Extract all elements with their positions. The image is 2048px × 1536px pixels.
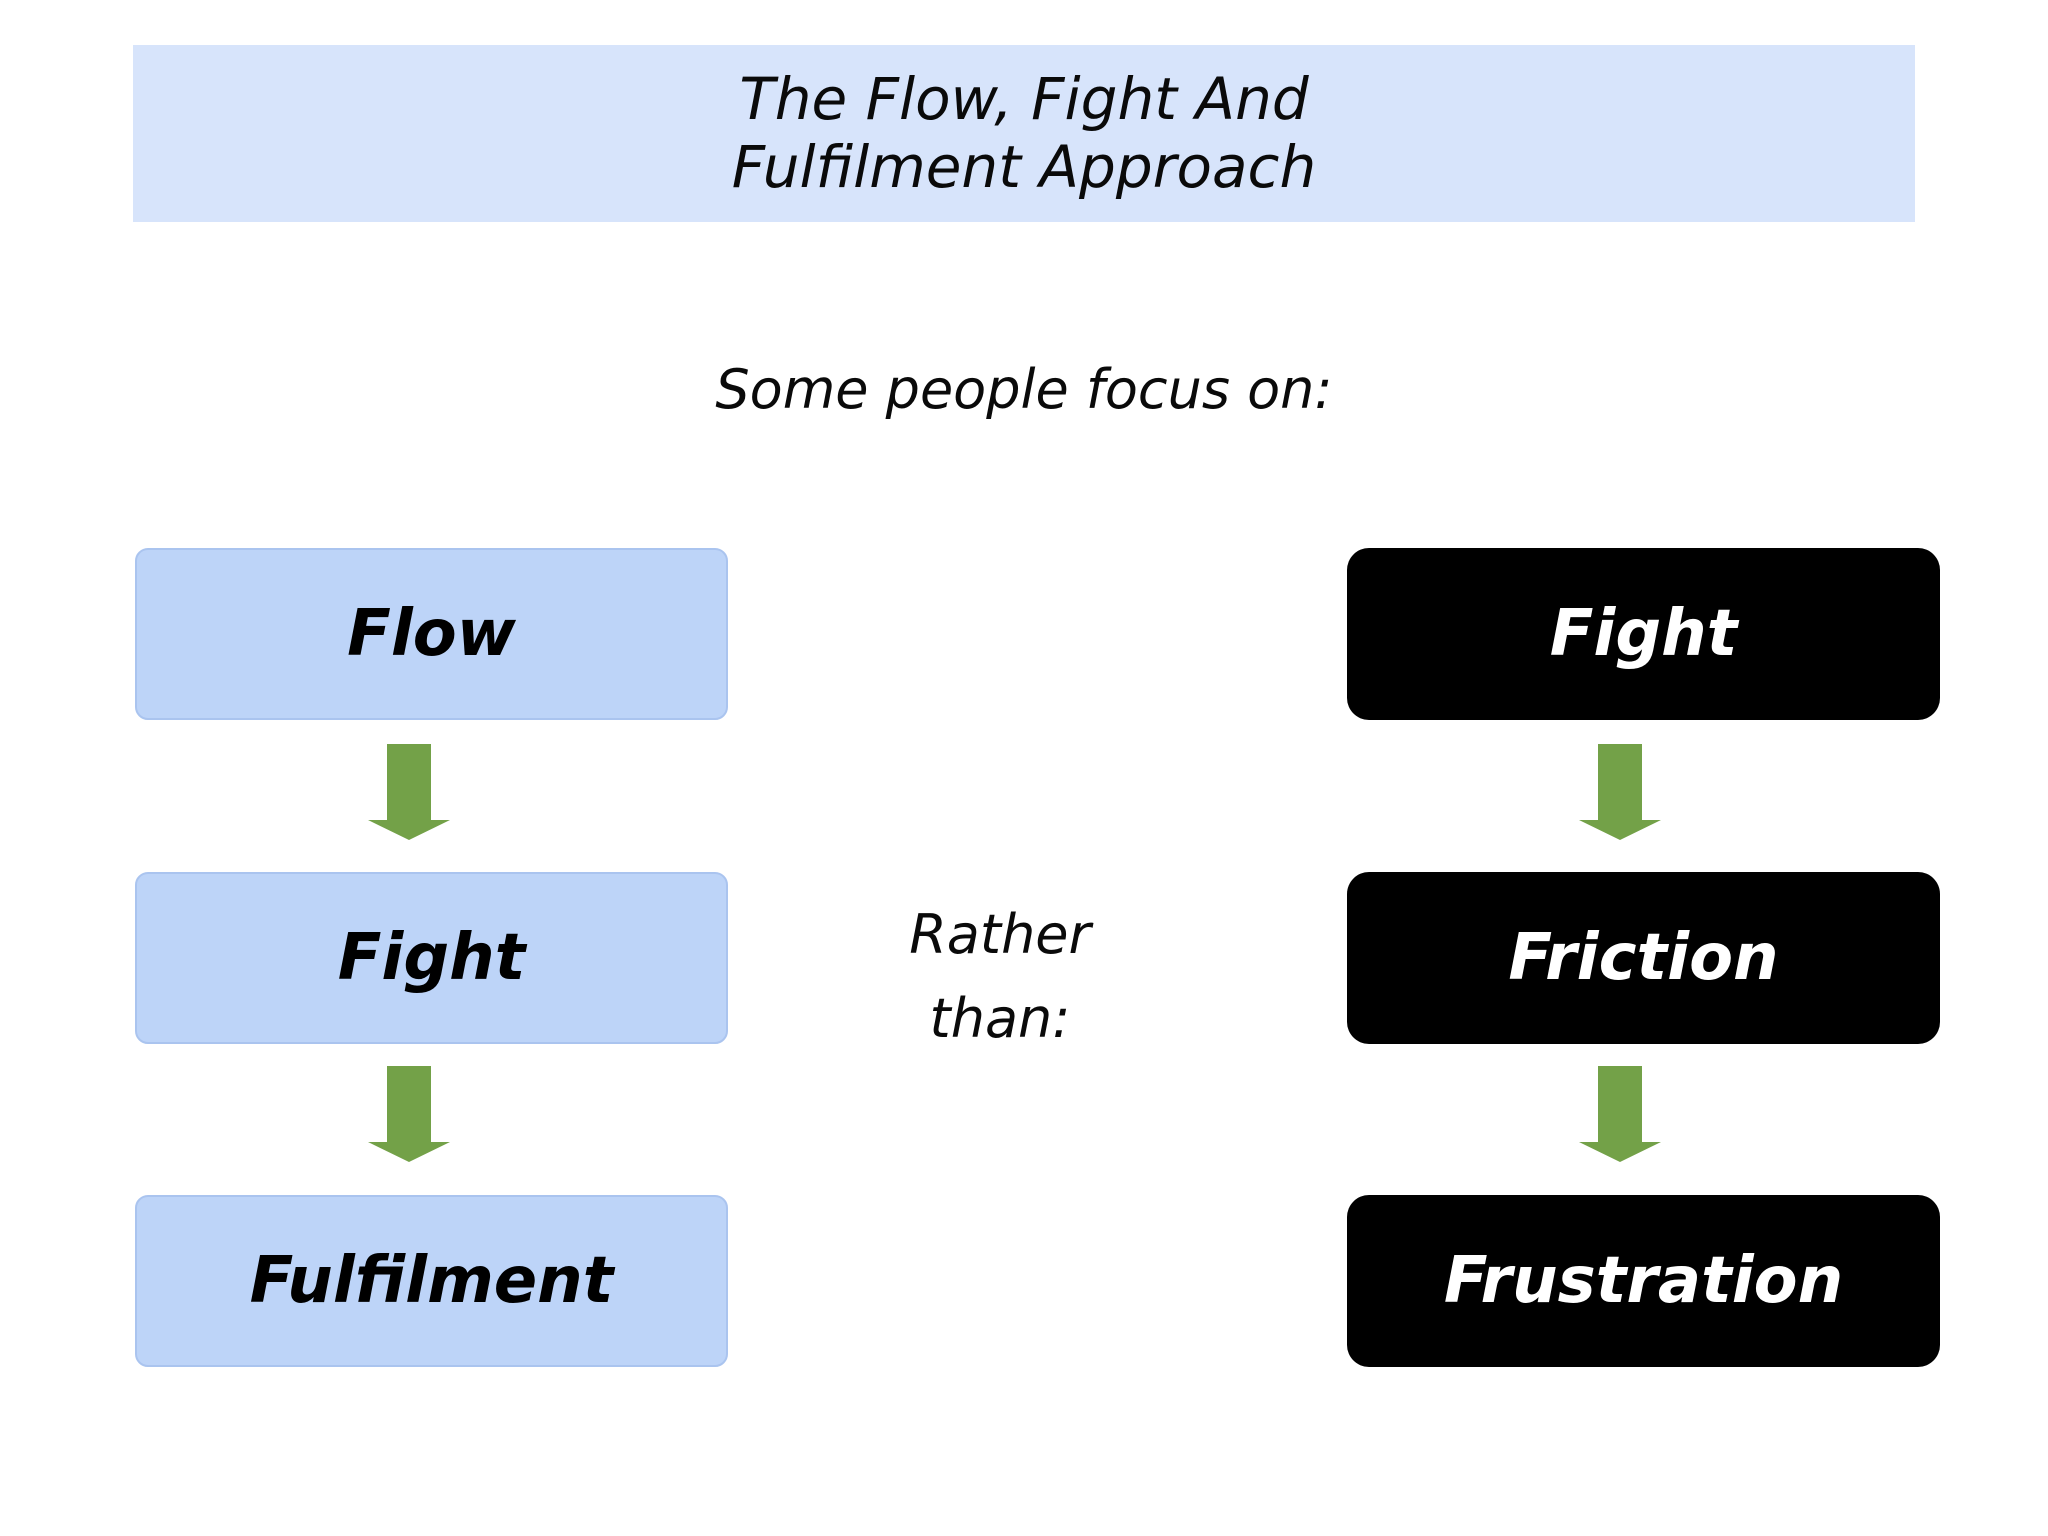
title-line-1: The Flow, Fight And: [739, 64, 1309, 133]
rather-than-line-1: Rather: [909, 903, 1091, 966]
contrast-box-friction: Friction: [1347, 872, 1940, 1044]
rather-than-line-2: than:: [929, 986, 1071, 1050]
flow-box-fight: Fight: [135, 872, 728, 1044]
down-arrow-icon: [1578, 744, 1662, 840]
contrast-box-fight-label: Fight: [1549, 597, 1738, 671]
title-line-2: Fulfilment Approach: [731, 132, 1317, 201]
flow-box-flow: Flow: [135, 548, 728, 720]
flow-box-fulfilment: Fulfilment: [135, 1195, 728, 1367]
contrast-box-frustration-label: Frustration: [1443, 1244, 1844, 1318]
flow-box-flow-label: Flow: [347, 597, 516, 671]
down-arrow-icon: [367, 1066, 451, 1162]
contrast-box-fight: Fight: [1347, 548, 1940, 720]
down-arrow-icon: [367, 744, 451, 840]
flow-box-fight-label: Fight: [337, 921, 526, 995]
contrast-box-frustration: Frustration: [1347, 1195, 1940, 1367]
title-banner: The Flow, Fight And Fulfilment Approach: [133, 45, 1915, 222]
flow-box-fulfilment-label: Fulfilment: [249, 1244, 614, 1318]
subtitle: Some people focus on:: [715, 358, 1333, 421]
down-arrow-icon: [1578, 1066, 1662, 1162]
contrast-box-friction-label: Friction: [1508, 921, 1779, 995]
rather-than-label: Rather than:: [850, 893, 1150, 1060]
